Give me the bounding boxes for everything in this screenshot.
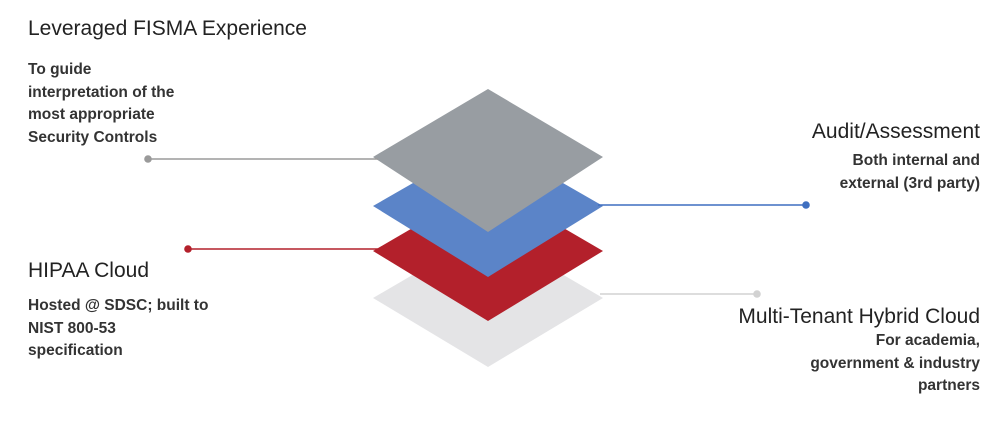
fisma-description: To guide interpretation of the most appr… <box>28 61 175 146</box>
fisma-title: Leveraged FISMA Experience <box>28 17 307 40</box>
label-audit: Audit/Assessment Both internal and exter… <box>680 119 980 195</box>
multitenant-description: For academia, government & industry part… <box>810 332 980 395</box>
label-fisma: Leveraged FISMA Experience To guide inte… <box>28 16 307 149</box>
hipaa-title: HIPAA Cloud <box>28 259 150 282</box>
audit-description: Both internal and external (3rd party) <box>839 152 980 192</box>
label-hipaa: HIPAA Cloud Hosted @ SDSC; built to NIST… <box>28 258 208 363</box>
connector-audit <box>598 201 810 209</box>
connector-multitenant <box>600 290 761 298</box>
connector-hipaa <box>184 245 378 253</box>
hipaa-description: Hosted @ SDSC; built to NIST 800-53 spec… <box>28 297 209 360</box>
multitenant-title: Multi-Tenant Hybrid Cloud <box>738 305 980 328</box>
audit-title: Audit/Assessment <box>811 120 980 143</box>
label-multitenant: Multi-Tenant Hybrid Cloud For academia, … <box>620 304 980 398</box>
layer-fisma <box>373 89 603 232</box>
connector-fisma <box>144 155 378 163</box>
